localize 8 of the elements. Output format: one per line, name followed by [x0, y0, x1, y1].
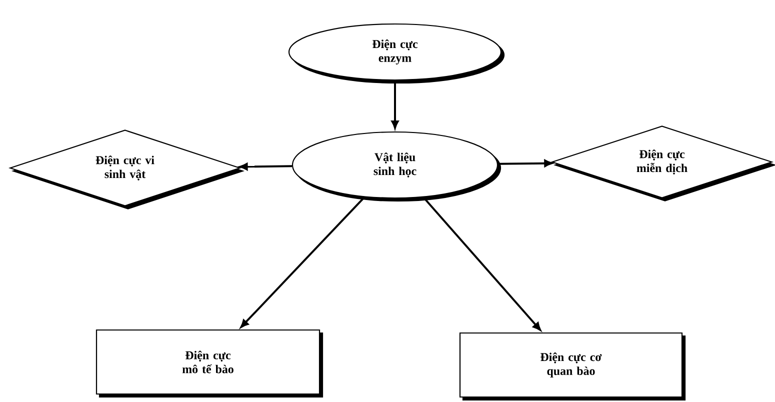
arrow: [240, 196, 366, 328]
arrow: [498, 160, 552, 167]
arrow: [391, 80, 399, 129]
process-box: Điện cực cơ quan bào: [459, 332, 686, 401]
ellipse-node: Vật liệu sinh học: [292, 131, 502, 202]
process-box: Điện cực mô tế bào: [96, 329, 324, 398]
ellipse-node: Điện cực enzym: [288, 23, 505, 84]
arrow: [240, 163, 292, 170]
